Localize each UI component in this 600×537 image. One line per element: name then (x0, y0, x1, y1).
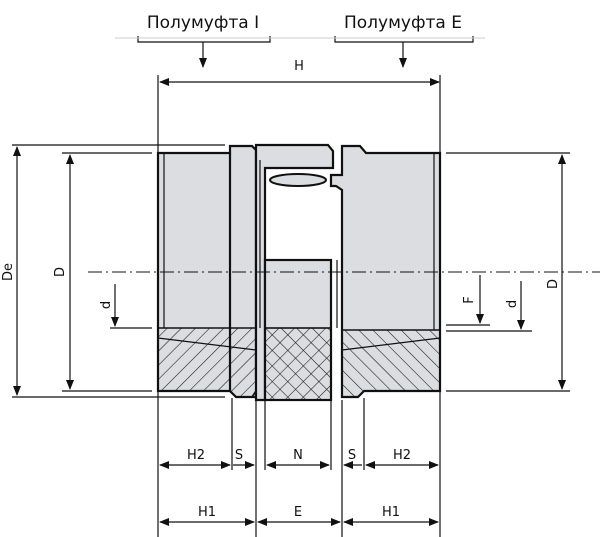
coupling-body (156, 143, 442, 402)
svg-text:F: F (462, 296, 477, 303)
half-coupling-e-label: Полумуфта E (334, 13, 474, 68)
svg-text:H2: H2 (393, 448, 411, 463)
dimension-h: H (159, 59, 440, 86)
svg-text:Полумуфта I: Полумуфта I (147, 13, 259, 33)
svg-text:d: d (505, 300, 520, 308)
svg-text:d: d (99, 301, 114, 309)
svg-text:N: N (293, 448, 303, 463)
dimension-row-h2-s-n: H2 S N S H2 (159, 448, 439, 469)
svg-text:H2: H2 (187, 448, 205, 463)
svg-text:S: S (348, 448, 356, 463)
dimension-d-left: D (53, 154, 74, 390)
svg-text:D: D (546, 279, 561, 289)
svg-text:D: D (53, 267, 68, 277)
svg-text:S: S (235, 448, 243, 463)
dimension-f: F (462, 275, 484, 324)
dimension-bore-left: d (99, 284, 119, 327)
svg-text:De: De (1, 263, 16, 281)
dimension-bore-right: d (505, 281, 525, 330)
dimension-d-right: D (546, 154, 566, 390)
svg-text:H: H (294, 59, 304, 74)
dimension-row-h1-e: H1 E H1 (159, 505, 439, 526)
half-coupling-i-label: Полумуфта I (137, 13, 271, 68)
dimension-de: De (1, 146, 21, 396)
svg-text:E: E (294, 505, 302, 520)
svg-text:H1: H1 (198, 505, 216, 520)
svg-text:H1: H1 (382, 505, 400, 520)
svg-text:Полумуфта E: Полумуфта E (344, 13, 462, 33)
